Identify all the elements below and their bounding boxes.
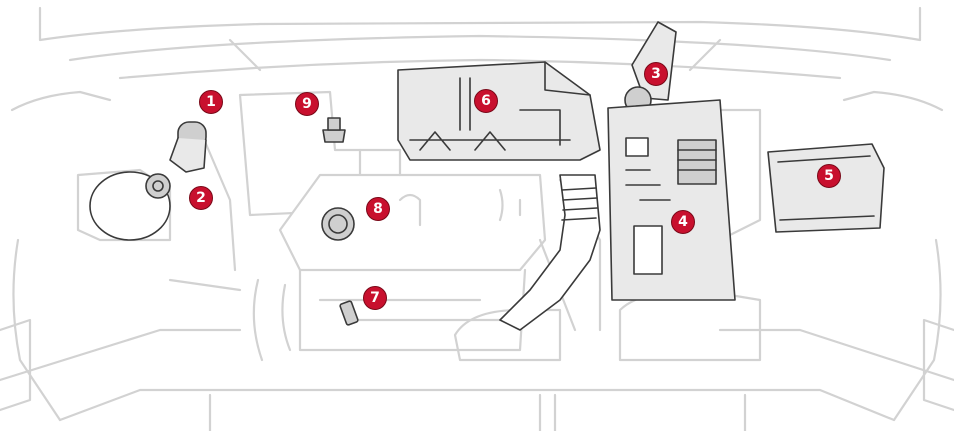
washer-fluid-reservoir (169, 121, 207, 173)
air-duct-hose (499, 174, 601, 331)
battery (607, 99, 736, 301)
callout-2-badge: 2 (189, 186, 213, 210)
brake-fluid-reservoir (322, 117, 346, 143)
callout-5-badge: 5 (817, 164, 841, 188)
fuse-box (767, 143, 885, 233)
callout-7-badge: 7 (363, 286, 387, 310)
callout-3-badge: 3 (644, 62, 668, 86)
callout-9-badge: 9 (295, 92, 319, 116)
air-filter-housing (397, 61, 601, 161)
coolant-reservoir (76, 168, 172, 242)
oil-filler-cap (321, 207, 355, 241)
callout-4-badge: 4 (671, 210, 695, 234)
oil-dipstick (339, 300, 359, 326)
callout-8-badge: 8 (366, 197, 390, 221)
car-body-outline (0, 6, 954, 431)
callout-6-badge: 6 (474, 89, 498, 113)
callout-1-badge: 1 (199, 90, 223, 114)
